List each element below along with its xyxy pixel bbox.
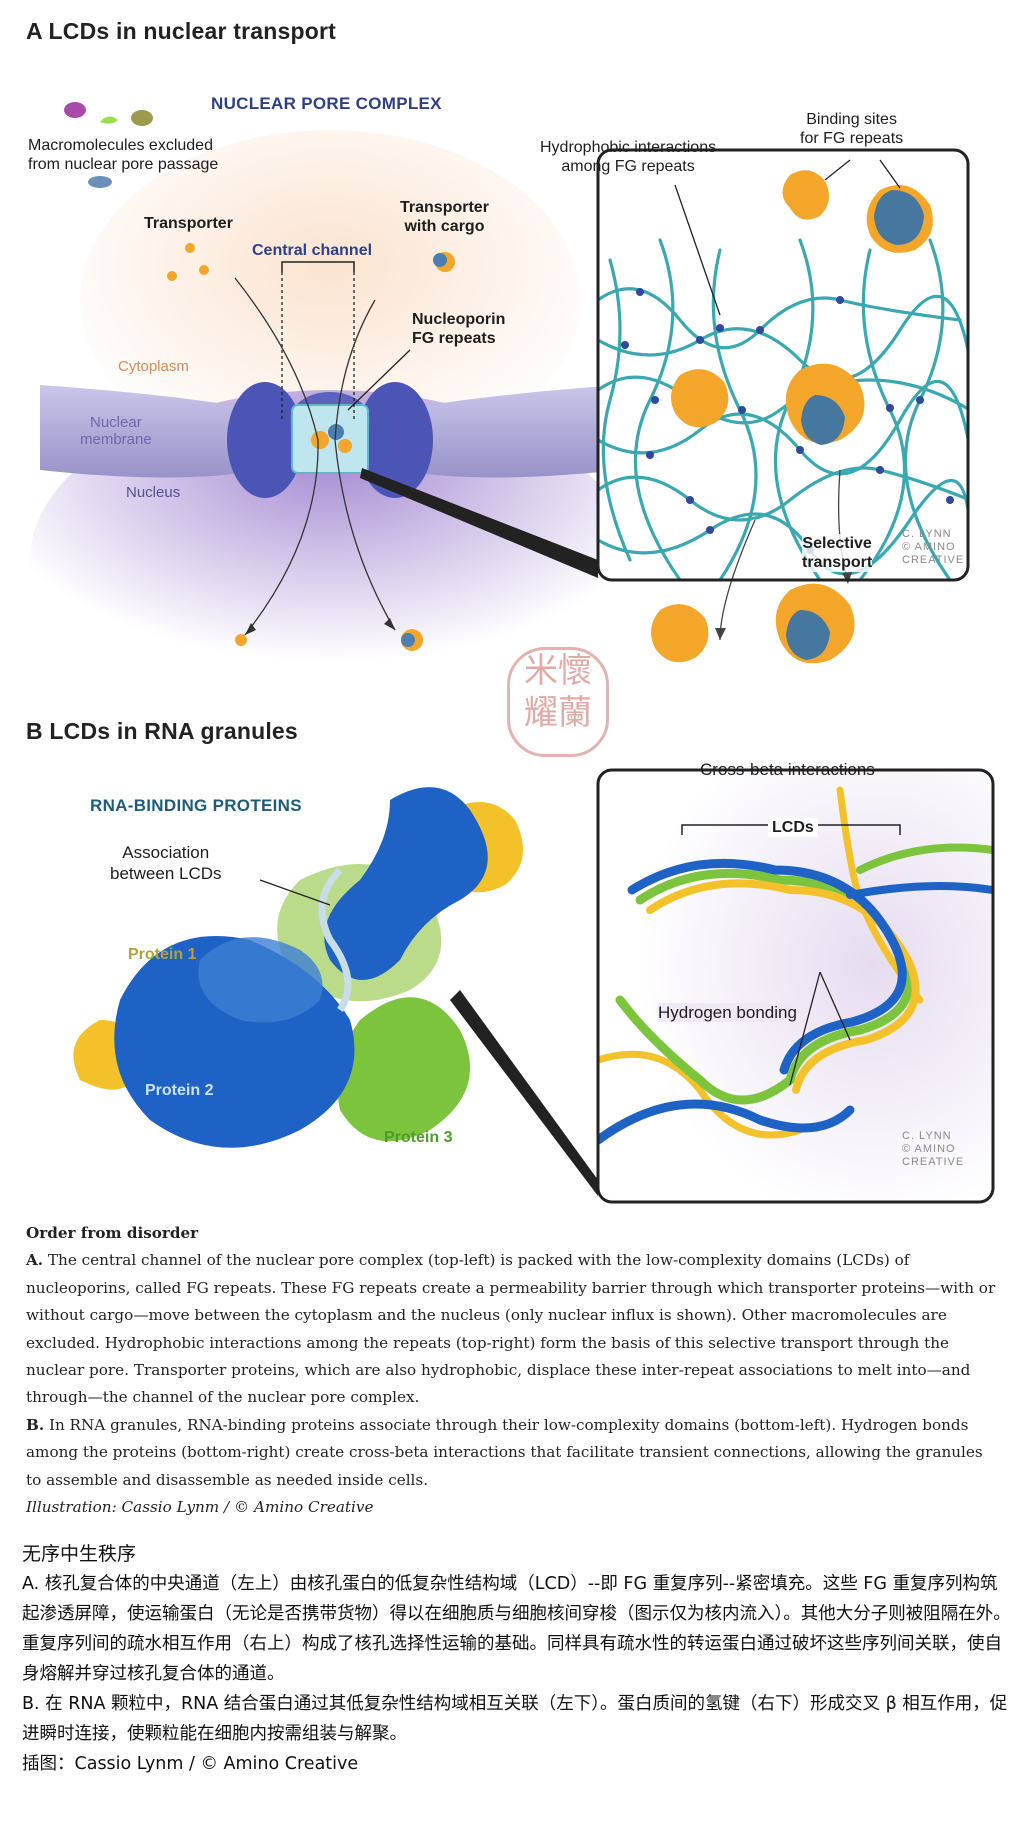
association-label: Association between LCDs — [110, 843, 222, 883]
panel-b-title: B LCDs in RNA granules — [26, 718, 298, 744]
figure-artwork — [30, 102, 995, 1204]
lcds-label: LCDs — [768, 818, 818, 837]
central-channel-label: Central channel — [252, 242, 373, 259]
macromolecules-label: Macromolecules excluded from nuclear por… — [28, 137, 219, 173]
npc-illustration — [30, 102, 630, 730]
panel-b-credit: C. LYNN © AMINO CREATIVE — [902, 1130, 965, 1168]
fg-repeat-zoom — [596, 148, 970, 664]
protein2-label: Protein 2 — [145, 1082, 214, 1099]
cross-beta-label: Cross-beta interactions — [700, 760, 875, 779]
transporter-cargo-label: Transporter with cargo — [400, 199, 489, 235]
hydrogen-bonding-label: Hydrogen bonding — [658, 1003, 797, 1022]
caption-en-credit: Illustration: Cassio Lynm / © Amino Crea… — [26, 1498, 374, 1517]
protein3-label: Protein 3 — [384, 1129, 453, 1146]
caption-zh-paragraph-a: A. 核孔复合体的中央通道（左上）由核孔蛋白的低复杂性结构域（LCD）--即 F… — [22, 1574, 1011, 1684]
nuclear-membrane-label: Nuclear membrane — [80, 414, 152, 448]
nucleoporin-label: Nucleoporin FG repeats — [412, 311, 506, 347]
rna-granule-proteins — [73, 787, 598, 1196]
protein1-label: Protein 1 — [128, 946, 197, 963]
caption-chinese: 无序中生秩序 A. 核孔复合体的中央通道（左上）由核孔蛋白的低复杂性结构域（LC… — [22, 1539, 1012, 1779]
seal-stamp: 米懷 耀蘭 — [507, 647, 609, 757]
panel-a-credit: C. LYNN © AMINO CREATIVE — [902, 528, 965, 566]
binding-sites-label: Binding sites for FG repeats — [800, 111, 904, 147]
caption-english: Order from disorder A. The central chann… — [26, 1220, 1001, 1521]
caption-en-heading: Order from disorder — [26, 1224, 199, 1242]
caption-zh-credit: 插图：Cassio Lynm / © Amino Creative — [22, 1754, 359, 1774]
cross-beta-zoom — [596, 768, 995, 1204]
caption-zh-heading: 无序中生秩序 — [22, 1543, 137, 1565]
rbp-title: RNA-BINDING PROTEINS — [90, 796, 302, 815]
nucleus-label: Nucleus — [126, 484, 181, 501]
caption-zh-paragraph-b: B. 在 RNA 颗粒中，RNA 结合蛋白通过其低复杂性结构域相互关联（左下）。… — [22, 1694, 1008, 1744]
npc-title: NUCLEAR PORE COMPLEX — [211, 94, 442, 113]
hydrophobic-label: Hydrophobic interactions among FG repeat… — [540, 139, 717, 175]
transporter-label: Transporter — [144, 215, 233, 232]
selective-transport-label: Selective transport — [802, 534, 873, 572]
cytoplasm-label: Cytoplasm — [118, 358, 189, 375]
caption-en-paragraph-a: A. The central channel of the nuclear po… — [26, 1251, 996, 1407]
caption-en-paragraph-b: B. In RNA granules, RNA-binding proteins… — [26, 1415, 983, 1489]
panel-a-title: A LCDs in nuclear transport — [26, 18, 336, 44]
